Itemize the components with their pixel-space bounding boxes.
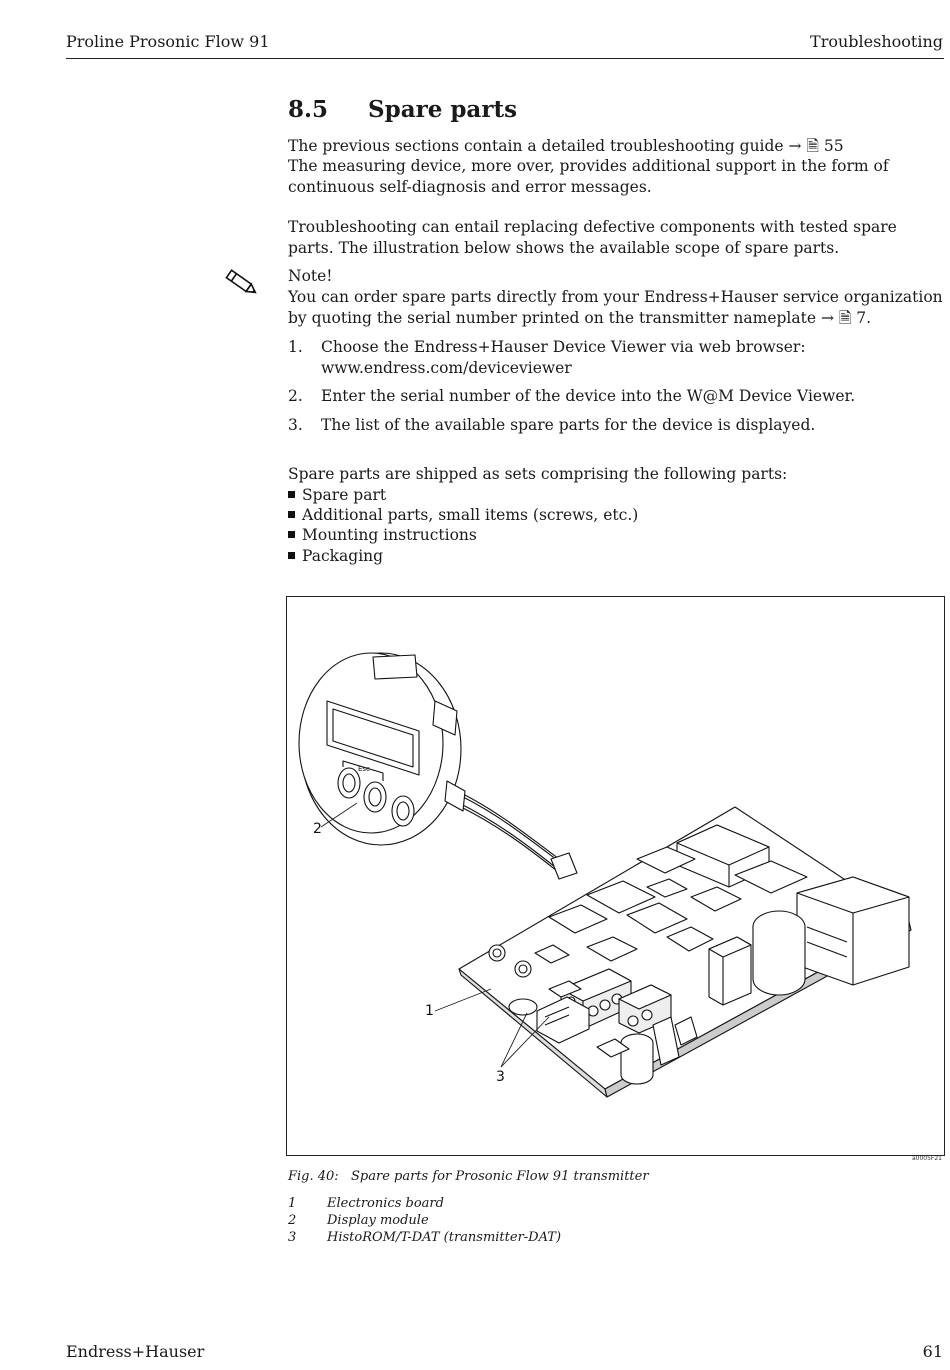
figure-caption: Fig. 40: Spare parts for Prosonic Flow 91… bbox=[288, 1169, 649, 1184]
legend-number: 1 bbox=[288, 1196, 297, 1211]
ribbon-cable bbox=[458, 792, 578, 880]
intro-line-2: The measuring device, more over, provide… bbox=[288, 157, 889, 196]
bullet-text: Mounting instructions bbox=[302, 526, 477, 544]
legend-text: Electronics board bbox=[327, 1196, 444, 1211]
intro-line-1: The previous sections contain a detailed… bbox=[288, 137, 844, 155]
legend-number: 3 bbox=[288, 1230, 297, 1245]
callout-leaders bbox=[320, 802, 550, 1068]
bullet-item: Mounting instructions bbox=[288, 525, 477, 546]
display-module bbox=[298, 652, 466, 846]
callout-3: 3 bbox=[496, 1069, 505, 1085]
bullet-text: Spare part bbox=[302, 486, 387, 504]
step-number: 1. bbox=[288, 338, 303, 356]
bullet-square bbox=[288, 552, 295, 559]
step-number: 3. bbox=[288, 416, 303, 434]
bullet-square bbox=[288, 511, 295, 518]
bullet-square bbox=[288, 531, 295, 538]
step-text: Enter the serial number of the device in… bbox=[321, 387, 856, 405]
bullet-item: Spare part bbox=[288, 485, 386, 506]
section-number: 8.5 bbox=[288, 96, 329, 123]
sets-intro: Spare parts are shipped as sets comprisi… bbox=[288, 465, 788, 483]
bullet-text: Additional parts, small items (screws, e… bbox=[302, 506, 639, 524]
callout-2: 2 bbox=[313, 821, 322, 837]
legend-text: HistoROM/T-DAT (transmitter-DAT) bbox=[327, 1230, 562, 1245]
footer-company: Endress+Hauser bbox=[66, 1342, 205, 1361]
section-heading: 8.5 Spare parts bbox=[288, 96, 517, 123]
caption-text: Spare parts for Prosonic Flow 91 transmi… bbox=[351, 1169, 649, 1184]
section-title: Spare parts bbox=[368, 96, 518, 123]
spare-parts-illustration: Esc 2 1 3 bbox=[298, 652, 912, 1098]
note-text: You can order spare parts directly from … bbox=[288, 288, 943, 327]
paragraph-replacement: Troubleshooting can entail replacing def… bbox=[288, 218, 897, 257]
display-key-label: Esc bbox=[358, 765, 370, 773]
step-text: The list of the available spare parts fo… bbox=[321, 416, 816, 434]
header-rule bbox=[66, 58, 944, 59]
spare-parts-figure: Esc 2 1 3 bbox=[286, 596, 945, 1156]
step-number: 2. bbox=[288, 387, 303, 405]
bullet-text: Packaging bbox=[302, 547, 384, 565]
step-url: www.endress.com/deviceviewer bbox=[321, 358, 572, 377]
step-text: Choose the Endress+Hauser Device Viewer … bbox=[321, 337, 941, 378]
figure-code: a0005F21 bbox=[911, 1155, 942, 1162]
running-header-chapter: Troubleshooting bbox=[810, 32, 943, 51]
legend-text: Display module bbox=[327, 1213, 429, 1228]
pencil-icon bbox=[225, 269, 257, 294]
running-header-title: Proline Prosonic Flow 91 bbox=[66, 32, 270, 51]
bullet-item: Packaging bbox=[288, 546, 383, 567]
caption-number: Fig. 40: bbox=[288, 1169, 339, 1184]
bullet-square bbox=[288, 491, 295, 498]
page-number: 61 bbox=[922, 1342, 943, 1361]
step-text-line: Choose the Endress+Hauser Device Viewer … bbox=[321, 338, 806, 356]
callout-1: 1 bbox=[425, 1003, 434, 1019]
note-label: Note! bbox=[288, 267, 333, 285]
bullet-item: Additional parts, small items (screws, e… bbox=[288, 505, 638, 526]
legend-number: 2 bbox=[288, 1213, 297, 1228]
electronics-board bbox=[458, 806, 912, 1098]
